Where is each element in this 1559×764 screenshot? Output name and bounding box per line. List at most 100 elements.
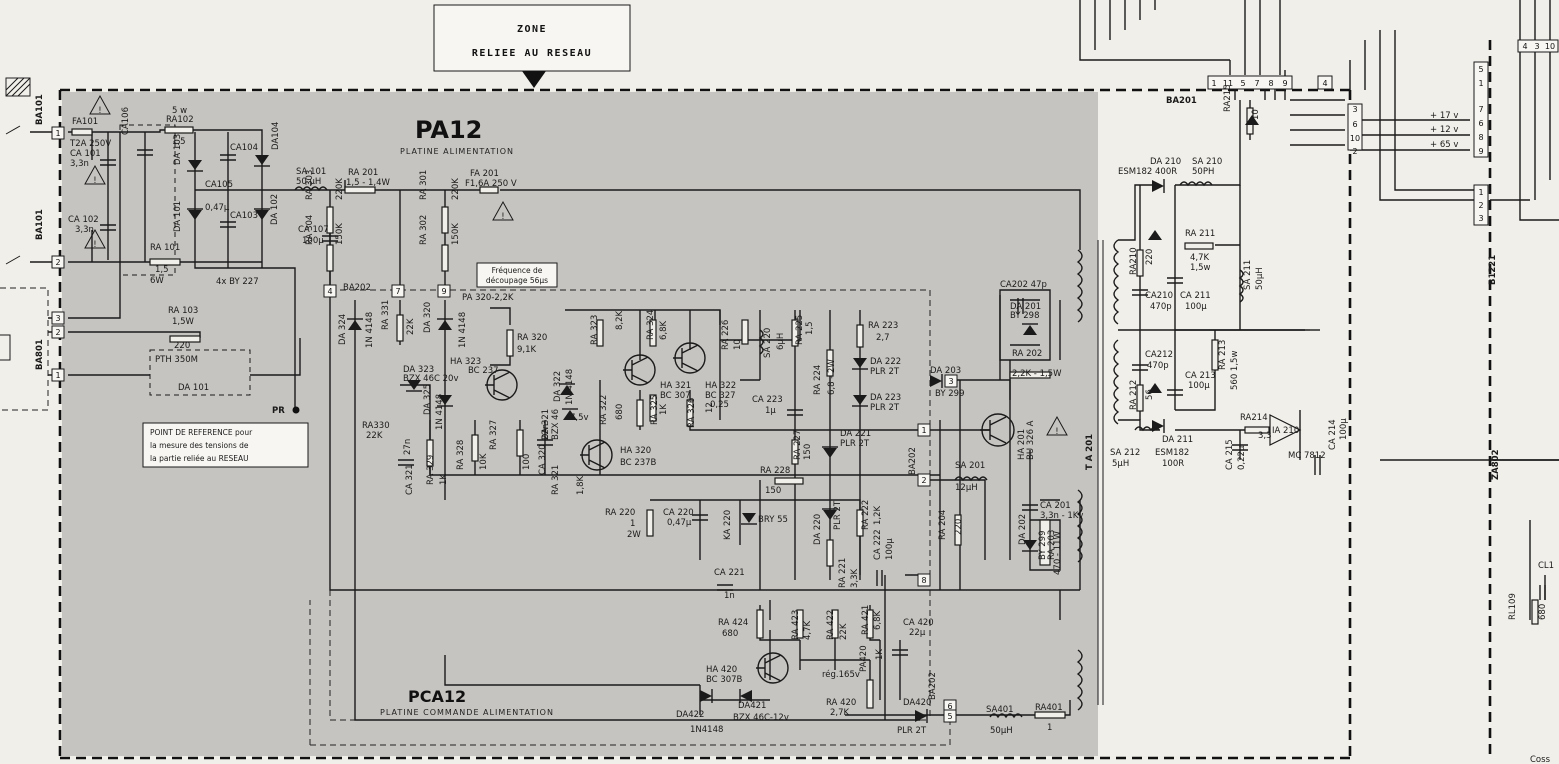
svg-text:7: 7	[395, 287, 400, 296]
label-n4148b: 1N 4148	[458, 312, 468, 348]
label-ra320: RA 320	[517, 333, 547, 343]
label-ra304: RA 304	[305, 215, 315, 245]
label-ra222: RA 222	[861, 500, 871, 530]
reference-note-box	[142, 422, 309, 468]
top-right-pin-1: 3	[1534, 42, 1539, 51]
label-da202v: BY 299	[1038, 531, 1048, 560]
label-ha420: HA 420	[706, 665, 737, 675]
ba201-pin-1: 11	[1223, 79, 1233, 88]
label-ra301: RA 301	[419, 170, 429, 200]
label-ha320v: BC 237B	[620, 458, 657, 468]
label-ra228v: 150	[765, 486, 781, 496]
label-da202: DA 202	[1018, 514, 1028, 545]
label-da101b: DA 101	[178, 383, 209, 393]
label-plr2t_a: PLR 2T	[870, 367, 900, 377]
label-ra213v: 560 1,5w	[1230, 351, 1240, 390]
right-pin-2: 7	[1478, 105, 1483, 114]
label-ca211v: 100µ	[1185, 302, 1207, 312]
label-fa201v: F1,6A 250 V	[465, 179, 517, 189]
label-ra215v: 10	[1251, 109, 1261, 120]
label-ra103w: 1,5W	[172, 317, 195, 327]
label-sa401: SA401	[986, 705, 1014, 715]
top-right-pin-2: 10	[1545, 42, 1555, 51]
label-sa220v: 6µH	[776, 333, 786, 350]
ba101-mid-label: BA101	[35, 209, 45, 240]
label-fa101: FA101	[72, 117, 98, 127]
label-v65: + 65 v	[1430, 140, 1458, 150]
label-da220: DA 220	[813, 514, 823, 545]
label-ca321: CA 321	[405, 464, 415, 495]
label-ra201v: 1,5 - 1,4W	[346, 178, 391, 188]
label-ra224: RA 224	[813, 365, 823, 395]
diode-symbols	[187, 115, 1259, 723]
frequency-note-box	[476, 262, 558, 288]
mains-switch	[5, 125, 21, 265]
label-ra211w: 1,5w	[1190, 263, 1211, 273]
ba201-pin-5: 9	[1282, 79, 1287, 88]
ba201-pin-4: 8	[1268, 79, 1273, 88]
label-da324: DA 324	[338, 314, 348, 345]
svg-text:6: 6	[947, 702, 952, 711]
label-ra423v: 4,7K	[803, 620, 813, 640]
label-ca214: CA 214	[1328, 419, 1338, 450]
label-ra214v: 3,3	[1258, 431, 1272, 441]
ref-note-line3: la partie reliée au RESEAU	[150, 454, 249, 463]
label-ra423: RA 423	[791, 610, 801, 640]
label-ra331: RA 331	[381, 300, 391, 330]
label-da103: DA 103	[173, 134, 183, 165]
top-right-pin-0: 4	[1522, 42, 1527, 51]
label-da221: DA 221	[840, 429, 871, 439]
label-ra220: RA 220	[605, 508, 635, 518]
label-rl109v: 680	[1538, 604, 1548, 620]
label-ra210v: 220	[1145, 249, 1155, 265]
ba801-label: BA801	[35, 339, 45, 370]
label-ca223v: 1µ	[765, 406, 776, 416]
label-da323: DA 323	[403, 365, 434, 375]
label-ra204v: 220	[954, 519, 964, 535]
right-pin-3: 6	[1478, 119, 1483, 128]
label-ra202v: 2,2K - 1,5W	[1012, 369, 1062, 379]
right-pin-5: 9	[1478, 147, 1483, 156]
pin-boxes	[51, 39, 1559, 723]
label-ca102: CA 102	[68, 215, 99, 225]
right-pin-1: 1	[1478, 79, 1483, 88]
label-da101: DA 101	[173, 201, 183, 232]
ba202-label-bottom: BA202	[928, 672, 938, 700]
label-ca222: CA 222	[873, 529, 883, 560]
label-ra322: RA 322	[599, 395, 609, 425]
label-ra213: RA 213	[1218, 340, 1228, 370]
label-ra304v: 150K	[335, 223, 345, 245]
label-ra222v: 1,2K	[873, 505, 883, 525]
label-da420: DA420	[903, 698, 931, 708]
label-ca214v: 100µ	[1339, 418, 1349, 440]
label-da325: DA 325	[423, 384, 433, 415]
label-ca212v: 470p	[1147, 361, 1169, 371]
label-plr2t_d: PLR 2T	[833, 500, 843, 530]
capacitor-symbols	[100, 149, 1546, 656]
warning-glyph-5: !	[1055, 427, 1058, 437]
label-ra212v: 56	[1145, 389, 1155, 400]
label-ra226: RA 226	[721, 320, 731, 350]
svg-text:1: 1	[55, 371, 60, 380]
label-ra401v: 1	[1047, 723, 1052, 733]
label-ra325v: 1K	[659, 404, 669, 415]
label-sa212v: 5µH	[1112, 459, 1129, 469]
label-pa420v: 1K	[875, 649, 885, 660]
transformer-ta201	[1076, 239, 1120, 711]
label-sa101v: 50 µH	[296, 177, 321, 187]
label-ca211: CA 211	[1180, 291, 1211, 301]
label-ra210: RA210	[1129, 247, 1139, 275]
label-rl109: RL109	[1508, 593, 1518, 620]
label-ra204: RA 204	[938, 510, 948, 540]
left-bracket	[0, 334, 11, 361]
right-pin-0: 5	[1478, 65, 1483, 74]
label-da102: DA 102	[270, 194, 280, 225]
label-ha201: HA 201	[1017, 429, 1027, 460]
label-ra327v: 100	[522, 454, 532, 470]
ta201-label: T A 201	[1085, 434, 1095, 470]
svg-text:5: 5	[947, 712, 952, 721]
warning-glyph-4: !	[501, 212, 504, 222]
label-ia210: IA 210	[1272, 426, 1299, 436]
